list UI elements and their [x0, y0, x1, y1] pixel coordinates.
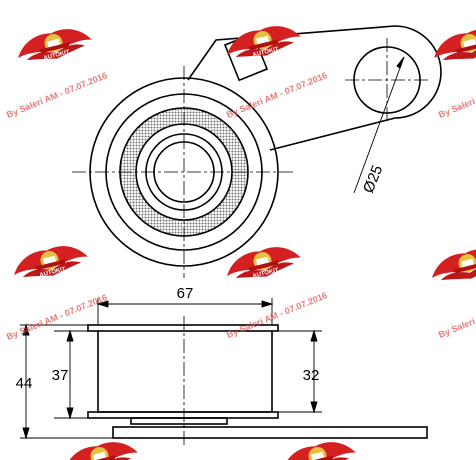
watermark-text: By Saleri AM - 07.07.2016 — [5, 292, 109, 342]
dim-67-lines — [96, 298, 274, 325]
roller-bottom-flange — [87, 411, 279, 419]
dim-37-lines — [54, 329, 98, 420]
arm-base-plate — [112, 426, 428, 439]
hub-spacer — [130, 417, 228, 425]
dim-44-lines — [20, 323, 113, 440]
bore-diameter-label: Ø25 — [360, 163, 386, 196]
watermark-logo: AUTOKIT — [222, 240, 304, 286]
watermark-logo — [277, 435, 359, 460]
watermark-logo — [427, 242, 476, 288]
watermark-text: By Saleri AM - 07.07.2016 — [225, 290, 329, 340]
watermark-text: By Saleri AM - 07.07.2016 — [437, 70, 476, 120]
center-lines-top — [72, 38, 430, 278]
top-view — [89, 25, 442, 267]
watermark-layer: AUTOKIT AUTOKIT AUTOKIT AUTOKIT By Saler… — [5, 19, 476, 460]
tensioner-arm-outline — [187, 25, 442, 151]
watermark-logo: AUTOKIT — [9, 239, 91, 285]
watermark-text: By Saleri AM - 07.07.2016 — [5, 70, 109, 120]
watermark-text: By Saleri AM - 07.07.2016 — [437, 290, 476, 340]
side-view — [87, 324, 428, 439]
dim-roller-height: 37 — [52, 367, 69, 384]
watermark-logo — [59, 435, 141, 460]
dim-roller-face: 32 — [303, 367, 320, 384]
watermark-logo: AUTOKIT — [13, 22, 95, 68]
bore-diameter-leader — [353, 56, 405, 194]
roller-body — [97, 331, 273, 413]
roller-top-flange — [87, 324, 279, 332]
dim-overall-width: 67 — [177, 285, 194, 302]
watermark-text: By Saleri AM - 07.07.2016 — [225, 70, 329, 120]
dim-total-height: 44 — [16, 375, 33, 392]
dim-32-lines — [278, 329, 322, 414]
watermark-logo — [429, 22, 476, 68]
